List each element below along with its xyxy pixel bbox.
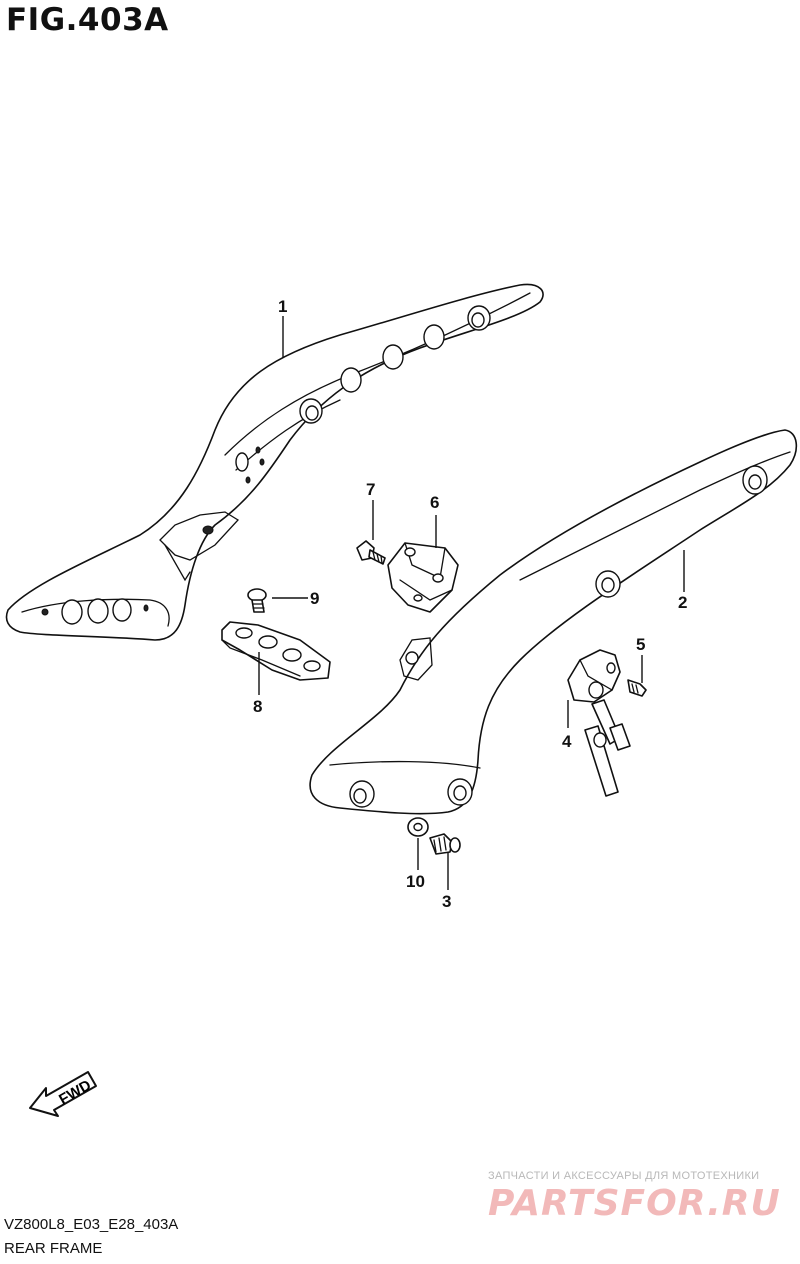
watermark-brand: PARTSFOR.RU [488,1183,781,1224]
watermark-subtitle: ЗАПЧАСТИ И АКСЕССУАРЫ ДЛЯ МОТОТЕХНИКИ [488,1170,760,1182]
screw-part-5 [627,679,647,697]
callout-4: 4 [562,732,572,751]
callout-9: 9 [310,589,320,608]
screw-part-9 [247,588,267,613]
figure-title: FIG.403A [6,2,169,38]
figure-code: VZ800L8_E03_E28_403A [4,1216,179,1233]
callout-7: 7 [366,480,376,499]
figure-name: REAR FRAME [4,1240,103,1257]
left-frame-rail [5,283,544,641]
right-frame-rail [309,429,798,815]
fwd-arrow-icon: FWD [29,1071,97,1117]
plate-part-8 [221,621,331,681]
callout-10: 10 [406,872,425,891]
bracket-part-6 [387,542,459,613]
callout-5: 5 [636,635,646,654]
leader-lines [258,316,685,890]
lock-part-4 [567,649,631,797]
screw-part-3 [429,833,461,855]
callout-3: 3 [442,892,452,911]
bolt-part-7 [356,540,386,565]
callout-1: 1 [278,297,288,316]
callout-8: 8 [253,697,263,716]
callout-6: 6 [430,493,440,512]
callout-2: 2 [678,593,688,612]
washer-part-10 [407,817,429,837]
